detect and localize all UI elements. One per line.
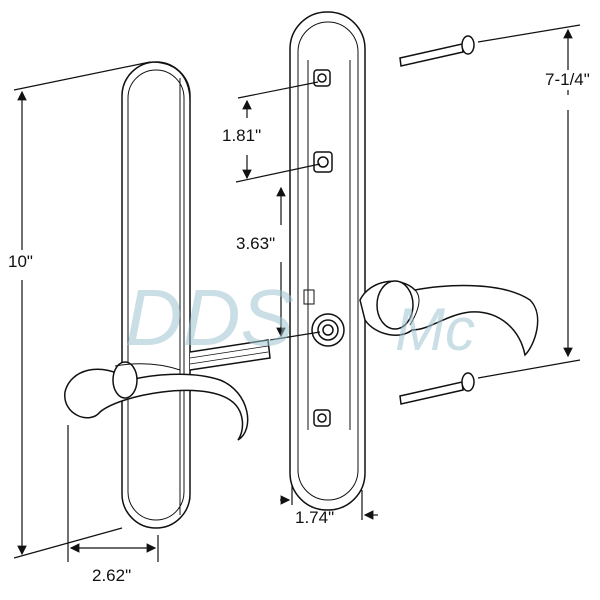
mounting-post-bottom: [313, 409, 331, 427]
spindle: [189, 339, 271, 371]
screw-top: [399, 35, 475, 67]
mounting-post-middle: [313, 151, 333, 173]
dimension-screw-spacing: 7-1/4": [545, 70, 590, 90]
svg-text:DDS: DDS: [125, 273, 294, 362]
dimension-lower-spacing: 3.63": [236, 234, 276, 253]
exterior-backplate: [121, 61, 191, 529]
dimension-plate-width: 1.74": [295, 508, 335, 527]
dimension-height: 10": [8, 252, 33, 271]
watermark: DDS Mc: [125, 273, 475, 363]
dimension-upper-spacing: 1.81": [222, 126, 262, 145]
exterior-lever: [64, 361, 249, 441]
svg-text:Mc: Mc: [395, 296, 475, 363]
dimension-lines: [13, 24, 581, 562]
interior-lever: [359, 280, 539, 357]
interior-backplate: [289, 11, 366, 511]
spindle-hub: [311, 313, 345, 347]
mounting-post-top: [313, 69, 331, 87]
dimension-backplate-width: 2.62": [92, 566, 132, 585]
screw-bottom: [399, 372, 475, 405]
